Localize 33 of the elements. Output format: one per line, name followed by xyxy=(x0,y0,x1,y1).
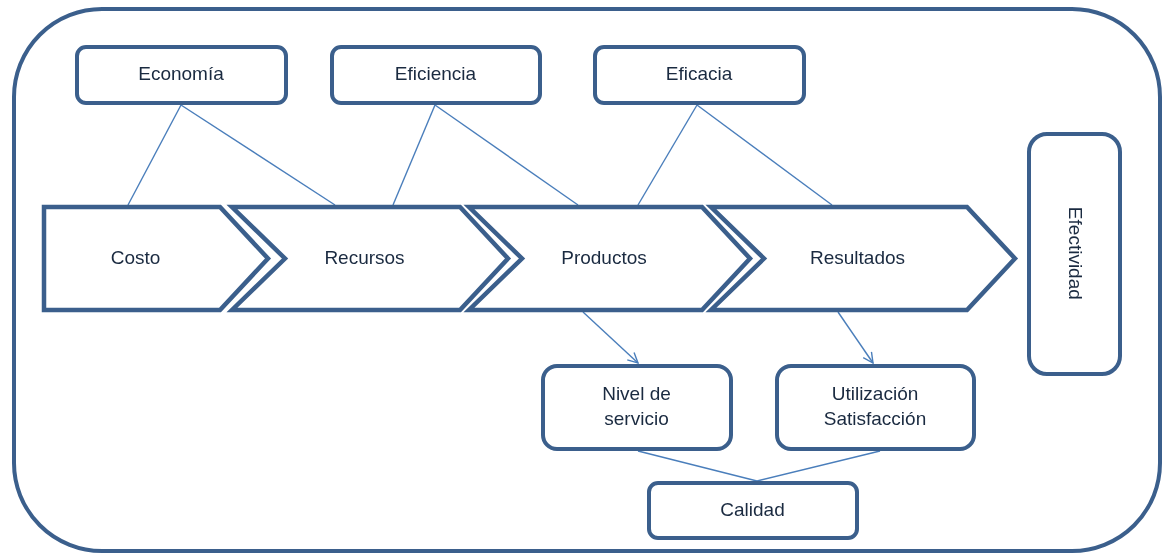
node-label: Eficiencia xyxy=(394,62,477,87)
chevron-shape xyxy=(708,204,1017,312)
node-label: Resultados xyxy=(809,245,906,270)
node-label: Productos xyxy=(561,245,647,270)
node-label: Efectividad xyxy=(1063,207,1087,300)
node-label: Costo xyxy=(110,245,161,270)
connector-line xyxy=(127,104,182,206)
rounded-box xyxy=(774,363,976,451)
node-label: Eficacia xyxy=(665,62,733,87)
connector-line xyxy=(637,104,698,206)
node-label: Economía xyxy=(138,62,224,87)
rounded-box xyxy=(74,44,288,105)
rounded-box xyxy=(592,44,806,105)
node-label: Recursos xyxy=(324,245,405,270)
node-label: Utilización Satisfacción xyxy=(822,382,928,431)
frame xyxy=(12,7,1162,553)
connector-line xyxy=(696,104,833,206)
connector-line xyxy=(180,104,336,206)
arrow xyxy=(837,311,874,364)
node-label: Calidad xyxy=(720,497,785,522)
connector-line xyxy=(392,104,436,206)
rounded-box xyxy=(540,363,733,451)
connector-line xyxy=(756,450,881,482)
arrow xyxy=(582,311,639,364)
connector-line xyxy=(637,450,758,482)
chevron-shape xyxy=(466,204,752,312)
node-label: Nivel de servicio xyxy=(601,382,672,431)
chevron-shape xyxy=(229,204,510,312)
rounded-box xyxy=(1026,131,1122,376)
chevron-shape xyxy=(41,204,270,312)
connector-line xyxy=(434,104,579,206)
rounded-box xyxy=(646,480,859,540)
rounded-box xyxy=(329,44,542,105)
